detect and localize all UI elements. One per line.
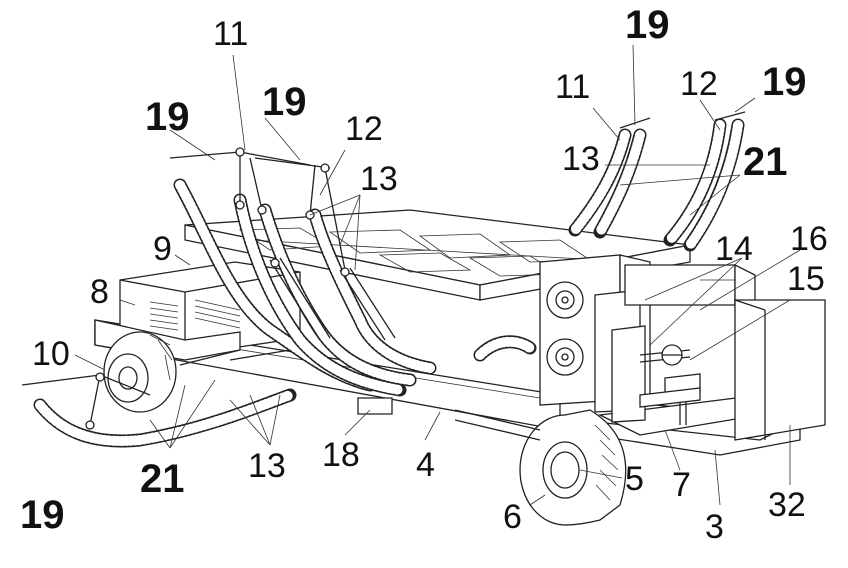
label-19: 19 <box>625 3 670 47</box>
label-7: 7 <box>672 466 691 504</box>
label-13: 13 <box>562 140 600 178</box>
hoses-right <box>568 118 745 252</box>
label-11: 11 <box>213 15 248 53</box>
label-15: 15 <box>787 260 825 298</box>
label-19: 19 <box>145 95 190 139</box>
label-9: 9 <box>153 230 172 268</box>
label-4: 4 <box>416 446 435 484</box>
label-5: 5 <box>625 460 644 498</box>
label-12: 12 <box>680 65 718 103</box>
wheel-5-6 <box>454 409 627 526</box>
bracket-18 <box>357 397 393 415</box>
label-13: 13 <box>360 160 398 198</box>
label-16: 16 <box>790 220 828 258</box>
label-14: 14 <box>715 230 753 268</box>
label-21: 21 <box>140 457 185 501</box>
label-19: 19 <box>262 80 307 124</box>
label-12: 12 <box>345 110 383 148</box>
motor-assembly <box>539 254 826 441</box>
leader-lines <box>74 44 801 506</box>
label-18: 18 <box>322 436 360 474</box>
reference-labels: 19 11 19 12 13 9 8 10 21 13 18 4 19 6 5 … <box>20 3 828 546</box>
label-11: 11 <box>555 68 590 106</box>
label-13: 13 <box>248 447 286 485</box>
wheel-10 <box>103 331 177 413</box>
label-19: 19 <box>762 60 807 104</box>
hoses-left <box>33 178 537 448</box>
linkage-arms <box>21 111 746 430</box>
label-8: 8 <box>90 273 109 311</box>
label-3: 3 <box>705 508 724 546</box>
label-6: 6 <box>503 498 522 536</box>
label-32: 32 <box>768 486 806 524</box>
label-19: 19 <box>20 493 65 537</box>
label-10: 10 <box>32 335 70 373</box>
label-21: 21 <box>743 140 788 184</box>
